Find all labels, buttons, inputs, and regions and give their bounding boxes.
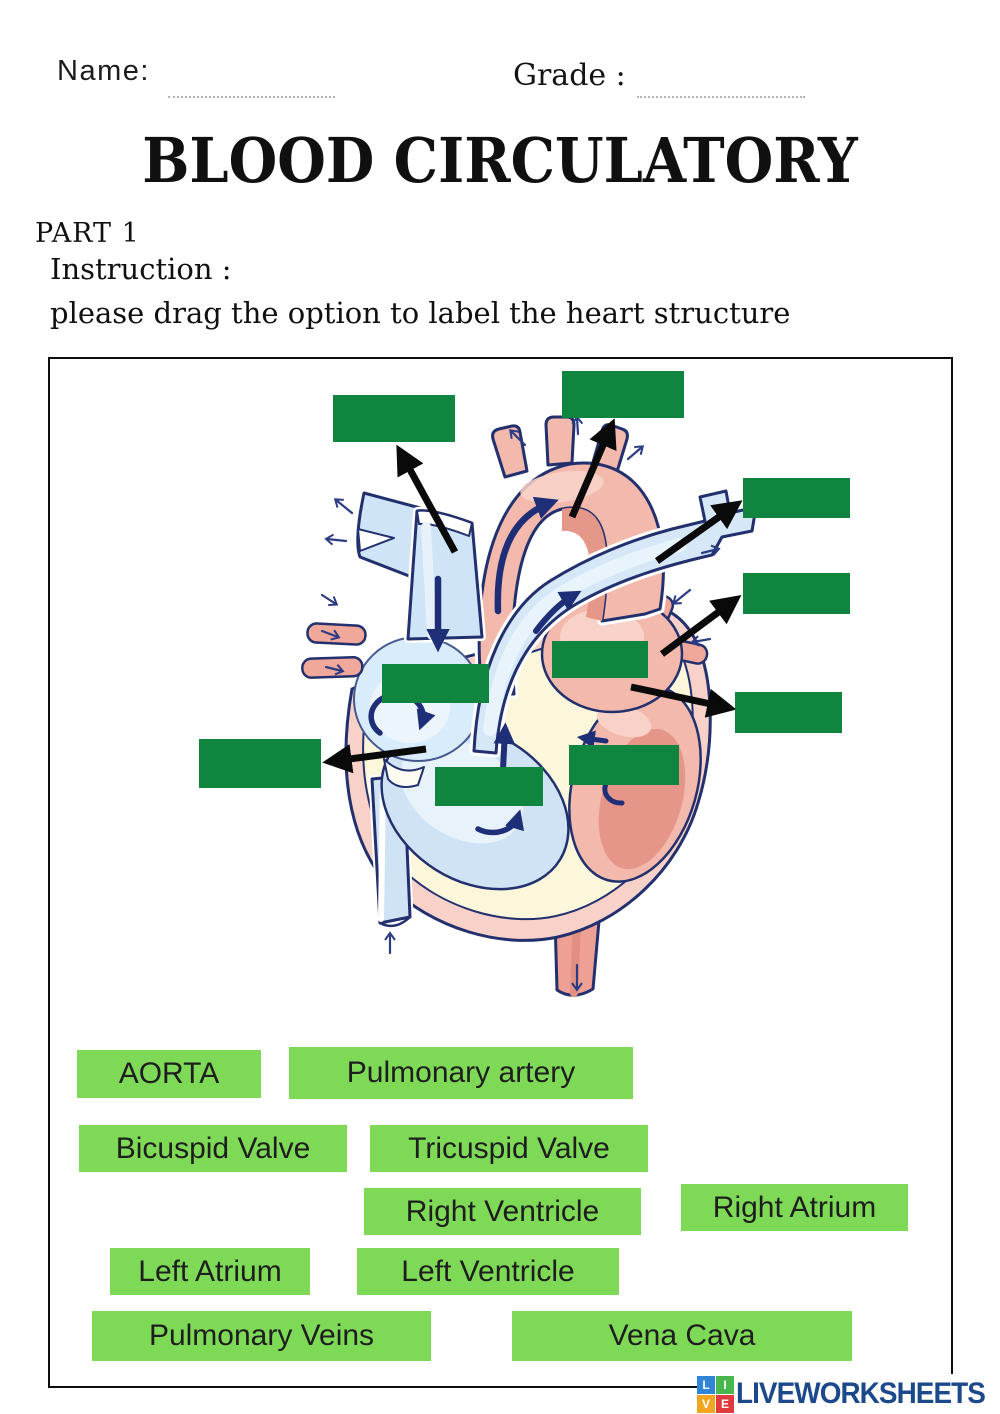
pointer-arrow-2	[568, 418, 617, 519]
pointer-arrow-5	[630, 683, 737, 718]
logo-square-i: I	[716, 1375, 734, 1394]
liveworksheets-logo: L I V E LIVEWORKSHEETS	[697, 1374, 1000, 1414]
drop-zone-2[interactable]	[562, 371, 684, 418]
chevron-arrows	[320, 415, 721, 992]
pointer-arrow-3	[654, 500, 743, 564]
page-title: BLOOD CIRCULATORY	[142, 124, 858, 197]
drop-zone-1[interactable]	[333, 395, 455, 442]
right-ventricle	[380, 723, 570, 891]
word-chip-tricuspid-valve[interactable]: Tricuspid Valve	[370, 1125, 648, 1172]
liveworksheets-logo-icon: L I V E	[697, 1375, 734, 1413]
instruction-body: please drag the option to label the hear…	[50, 296, 791, 330]
logo-square-e: E	[716, 1394, 734, 1413]
drop-zone-5[interactable]	[552, 641, 648, 678]
heart-illustration	[301, 415, 761, 997]
tricuspid-valve-flaps	[383, 758, 425, 788]
logo-square-l: L	[697, 1375, 715, 1394]
word-chip-pulmonary-veins[interactable]: Pulmonary Veins	[92, 1311, 431, 1361]
logo-square-v: V	[697, 1394, 715, 1413]
word-chip-left-ventricle[interactable]: Left Ventricle	[357, 1248, 619, 1295]
instruction-heading: Instruction :	[50, 252, 232, 286]
name-label: Name:	[57, 55, 150, 87]
pointer-arrow-1	[396, 444, 459, 554]
superior-vena-cava	[356, 491, 486, 643]
drop-zone-8[interactable]	[199, 739, 321, 788]
grade-label: Grade :	[513, 58, 626, 93]
word-chip-bicuspid-valve[interactable]: Bicuspid Valve	[79, 1125, 347, 1172]
word-chip-pulmonary-artery[interactable]: Pulmonary artery	[289, 1047, 633, 1099]
word-chip-aorta[interactable]: AORTA	[77, 1050, 261, 1098]
drop-zone-3[interactable]	[743, 478, 850, 518]
drop-zone-6[interactable]	[735, 692, 842, 733]
drop-zone-10[interactable]	[569, 745, 679, 785]
pointer-arrows	[322, 418, 743, 774]
liveworksheets-wordmark: LIVEWORKSHEETS	[736, 1377, 986, 1410]
word-chip-left-atrium[interactable]: Left Atrium	[110, 1248, 310, 1295]
drop-zone-4[interactable]	[743, 573, 850, 614]
name-blank-line[interactable]	[168, 58, 335, 98]
part-label: PART 1	[35, 218, 140, 249]
word-chip-right-ventricle[interactable]: Right Ventricle	[364, 1188, 641, 1235]
word-chip-vena-cava[interactable]: Vena Cava	[512, 1311, 852, 1361]
pointer-arrow-6	[322, 744, 427, 774]
drop-zone-9[interactable]	[435, 767, 543, 806]
word-chip-right-atrium[interactable]: Right Atrium	[681, 1184, 908, 1231]
drop-zone-7[interactable]	[382, 664, 489, 703]
grade-blank-line[interactable]	[637, 58, 805, 98]
pointer-arrow-4	[659, 594, 742, 657]
